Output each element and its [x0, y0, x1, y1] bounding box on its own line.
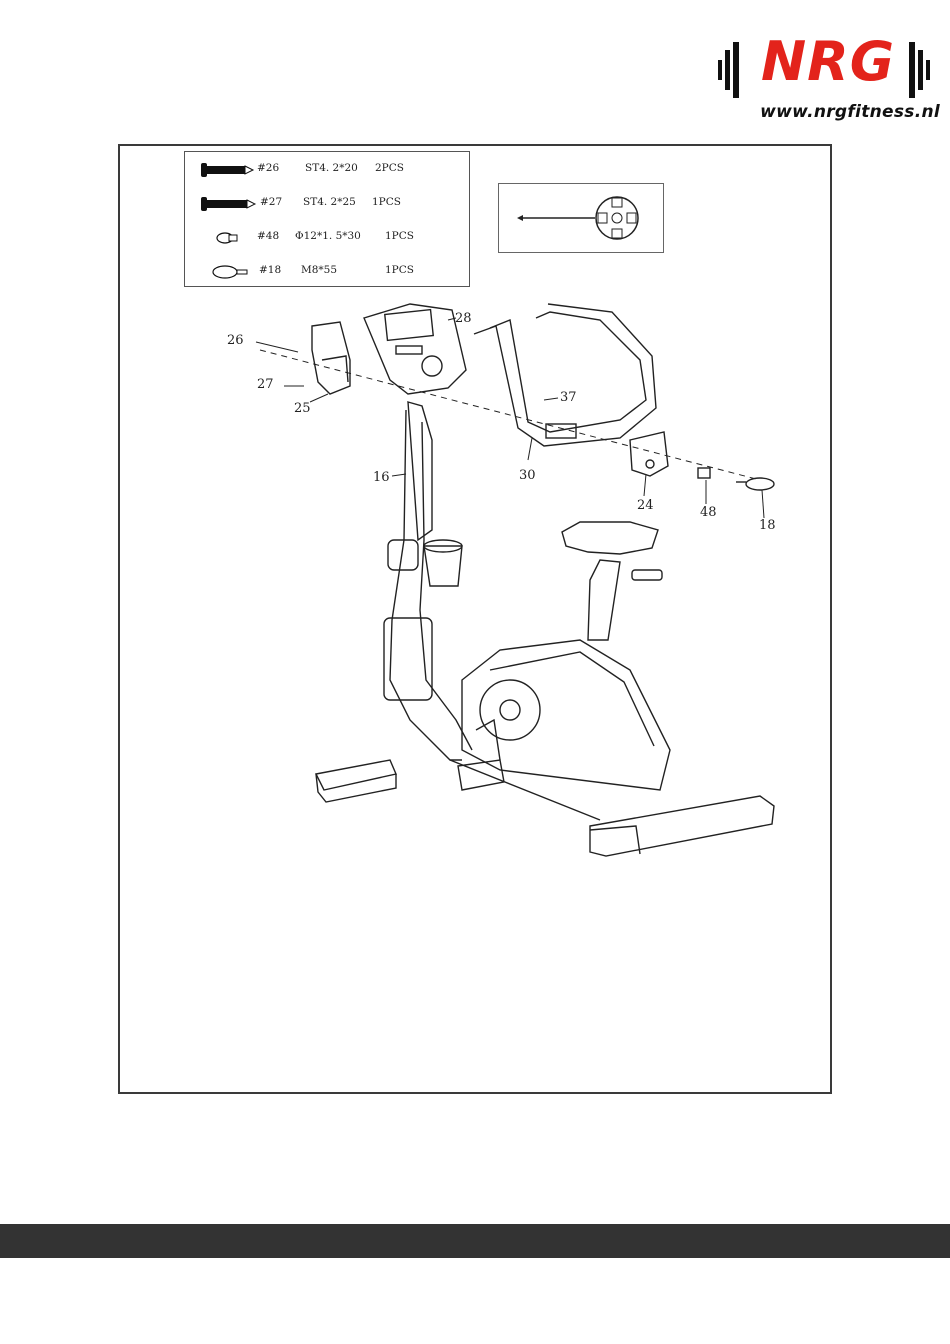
part-spec: ST4. 2*20	[305, 162, 358, 174]
part-spec: Φ12*1. 5*30	[295, 230, 361, 242]
callout-30: 30	[519, 468, 536, 483]
bike-assembly-drawing	[200, 290, 800, 870]
part-id: #48	[257, 230, 279, 242]
part-row: #26 ST4. 2*20 2PCS	[185, 158, 471, 182]
callout-16: 16	[373, 470, 390, 485]
part-qty: 2PCS	[375, 162, 404, 174]
callout-26: 26	[227, 333, 244, 348]
callout-27: 27	[257, 377, 274, 392]
part-qty: 1PCS	[385, 264, 414, 276]
footer-bar	[0, 1224, 950, 1258]
screw-icon	[199, 158, 261, 182]
part-row: #27 ST4. 2*25 1PCS	[185, 192, 471, 216]
tool-box	[498, 183, 664, 253]
logo-url: www.nrgfitness.nl	[708, 102, 940, 122]
brand-logo: NRG www.nrgfitness.nl	[708, 20, 940, 132]
part-spec: M8*55	[301, 264, 337, 276]
part-spec: ST4. 2*25	[303, 196, 356, 208]
callout-37: 37	[560, 390, 577, 405]
part-row: #48 Φ12*1. 5*30 1PCS	[185, 226, 471, 250]
part-row: #18 M8*55 1PCS	[185, 260, 471, 284]
callout-18: 18	[759, 518, 776, 533]
callout-28: 28	[455, 311, 472, 326]
part-id: #26	[257, 162, 279, 174]
callout-25: 25	[294, 401, 311, 416]
screw-icon	[199, 192, 261, 216]
part-qty: 1PCS	[372, 196, 401, 208]
parts-list: #26 ST4. 2*20 2PCS #27 ST4. 2*25 1PCS #4…	[184, 151, 470, 287]
logo-text: NRG	[708, 22, 940, 102]
part-id: #27	[260, 196, 282, 208]
part-qty: 1PCS	[385, 230, 414, 242]
callout-24: 24	[637, 498, 654, 513]
wrench-screwdriver-icon	[499, 184, 662, 251]
callout-48: 48	[700, 505, 717, 520]
part-id: #18	[259, 264, 281, 276]
